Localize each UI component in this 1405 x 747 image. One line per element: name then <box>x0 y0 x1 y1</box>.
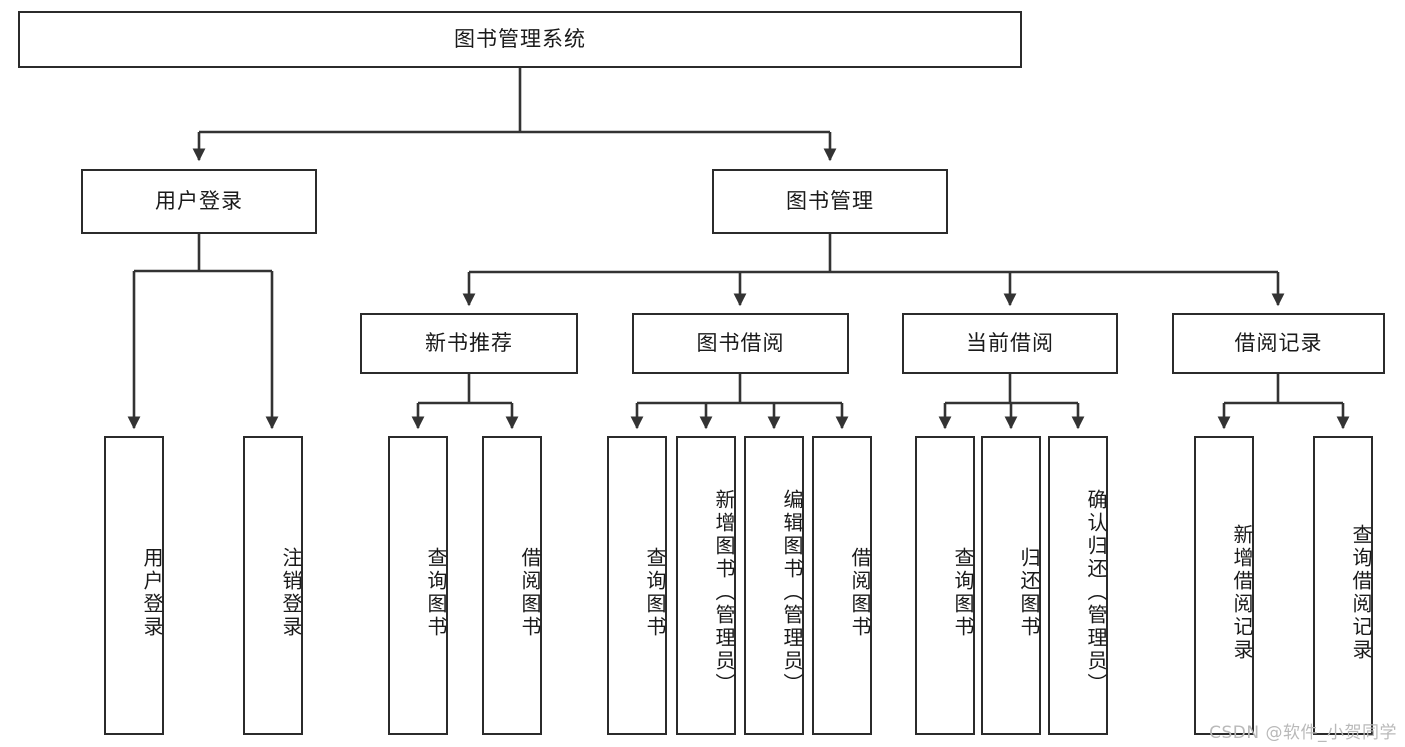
node-borrow-record[interactable]: 借阅记录 <box>1172 313 1385 374</box>
node-new-book-recommend[interactable]: 新书推荐 <box>360 313 578 374</box>
node-user-login[interactable]: 用户登录 <box>81 169 317 234</box>
node-current-borrow[interactable]: 当前借阅 <box>902 313 1118 374</box>
leaf-label: 查询图书 <box>643 546 667 639</box>
watermark-text: CSDN @软件_小贺同学 <box>1209 723 1397 743</box>
leaf-user-login-logout[interactable]: 注销登录 <box>243 436 303 735</box>
leaf-book-borrow-borrow[interactable]: 借阅图书 <box>812 436 872 735</box>
leaf-current-borrow-query[interactable]: 查询图书 <box>915 436 975 735</box>
leaf-label: 用户登录 <box>140 546 164 639</box>
leaf-label: 查询图书 <box>424 546 448 639</box>
leaf-label: 借阅图书 <box>518 546 542 639</box>
leaf-new-book-borrow[interactable]: 借阅图书 <box>482 436 542 735</box>
leaf-label: 注销登录 <box>279 546 303 639</box>
leaf-user-login-login[interactable]: 用户登录 <box>104 436 164 735</box>
leaf-label: 新增图书（管理员） <box>712 489 736 696</box>
leaf-current-borrow-confirm-return[interactable]: 确认归还（管理员） <box>1048 436 1108 735</box>
leaf-book-borrow-query[interactable]: 查询图书 <box>607 436 667 735</box>
leaf-borrow-record-add[interactable]: 新增借阅记录 <box>1194 436 1254 735</box>
leaf-label: 新增借阅记录 <box>1230 523 1254 662</box>
leaf-label: 确认归还（管理员） <box>1084 489 1108 696</box>
leaf-label: 归还图书 <box>1017 546 1041 639</box>
leaf-label: 编辑图书（管理员） <box>780 489 804 696</box>
leaf-label: 查询图书 <box>951 546 975 639</box>
leaf-borrow-record-query[interactable]: 查询借阅记录 <box>1313 436 1373 735</box>
leaf-label: 查询借阅记录 <box>1349 523 1373 662</box>
leaf-new-book-query[interactable]: 查询图书 <box>388 436 448 735</box>
leaf-book-borrow-add[interactable]: 新增图书（管理员） <box>676 436 736 735</box>
node-book-borrow[interactable]: 图书借阅 <box>632 313 849 374</box>
node-book-management[interactable]: 图书管理 <box>712 169 948 234</box>
node-root-system[interactable]: 图书管理系统 <box>18 11 1022 68</box>
leaf-current-borrow-return[interactable]: 归还图书 <box>981 436 1041 735</box>
leaf-book-borrow-edit[interactable]: 编辑图书（管理员） <box>744 436 804 735</box>
leaf-label: 借阅图书 <box>848 546 872 639</box>
